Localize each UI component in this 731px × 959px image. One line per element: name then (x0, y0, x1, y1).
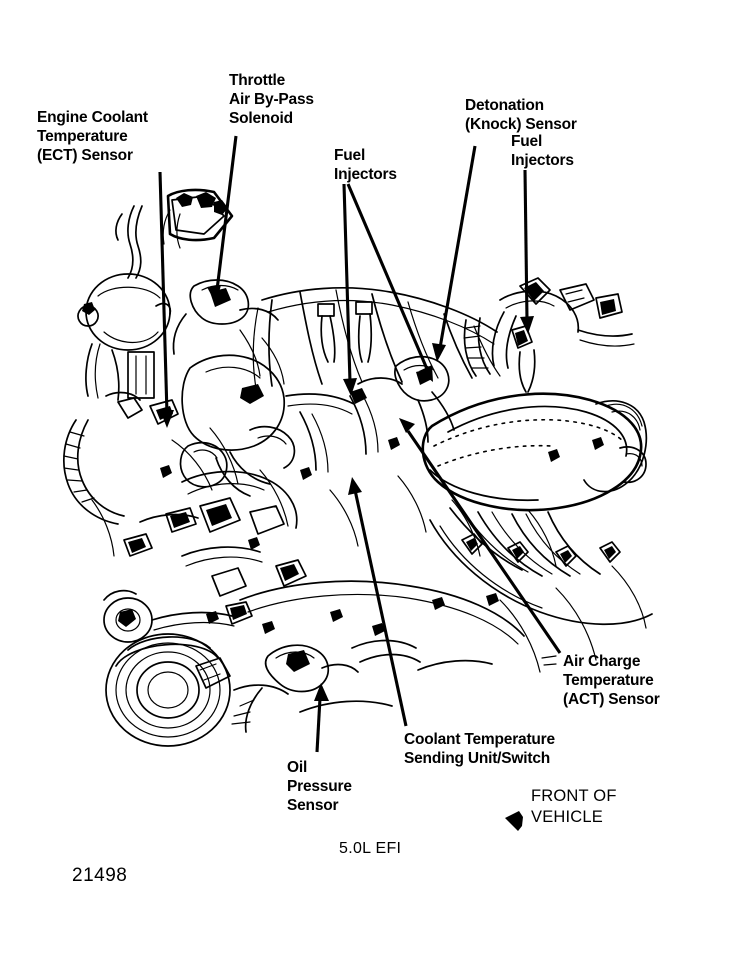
callout-act-line1: Air Charge (563, 653, 641, 670)
callout-act-line3: (ACT) Sensor (563, 691, 660, 708)
callout-throttle-line1: Throttle (229, 72, 286, 89)
injector-cluster-center (349, 355, 455, 455)
block-lower-left (123, 470, 307, 597)
callout-oil-pressure-sensor: Oil Pressure Sensor (287, 758, 352, 815)
callout-act-sensor: Air Charge Temperature (ACT) Sensor (563, 652, 660, 709)
engine-center-block (179, 354, 355, 497)
fastener-details (160, 437, 604, 636)
leader-lines (158, 135, 562, 753)
callout-fuel-injectors-right: Fuel Injectors (511, 132, 574, 170)
callout-fuel-injectors-left-line1: Fuel (334, 147, 366, 164)
callout-fuel-injectors-left: Fuel Injectors (334, 146, 397, 184)
leader-ect (158, 171, 174, 428)
callout-coolant-temp-sending-unit: Coolant Temperature Sending Unit/Switch (404, 730, 555, 768)
callout-coolant-line2: Sending Unit/Switch (404, 750, 551, 767)
callout-oil-line3: Sensor (287, 797, 339, 814)
leader-throttle-air-bypass-solenoid (207, 135, 238, 304)
right-valve-cover (421, 392, 648, 512)
figure-number: 21498 (72, 865, 128, 886)
front-of-vehicle-line2: VEHICLE (531, 808, 604, 826)
callout-ect-line2: Temperature (37, 128, 128, 145)
callout-detonation-line1: Detonation (465, 97, 544, 114)
leader-oil-pressure-sensor (314, 683, 329, 753)
exhaust-runners-right (429, 507, 653, 626)
callout-coolant-line1: Coolant Temperature (404, 731, 555, 748)
callout-ect-line1: Engine Coolant (37, 109, 148, 126)
hoses-and-lines (91, 329, 647, 673)
callout-detonation-knock-sensor: Detonation (Knock) Sensor (465, 96, 577, 134)
leader-coolant-temp-sending-unit (348, 477, 408, 727)
callout-fuel-injectors-right-line2: Injectors (511, 152, 574, 169)
wiring-harness-right (463, 277, 635, 393)
callout-throttle-air-bypass-solenoid: Throttle Air By-Pass Solenoid (229, 71, 314, 128)
oil-pan-and-sensors (231, 580, 525, 733)
leader-act-sensor (399, 418, 562, 666)
callout-act-line2: Temperature (563, 672, 654, 689)
front-of-vehicle-arrow-icon (505, 811, 523, 831)
left-valve-cover-and-accessories (63, 188, 234, 525)
engine-caption: 5.0L EFI (339, 840, 402, 857)
callout-ect-line3: (ECT) Sensor (37, 147, 133, 164)
leader-fuel-injectors-right (520, 169, 534, 334)
callout-throttle-line3: Solenoid (229, 110, 293, 127)
throttle-body (172, 279, 279, 355)
callout-ect-sensor: Engine Coolant Temperature (ECT) Sensor (37, 108, 148, 165)
callout-fuel-injectors-right-line1: Fuel (511, 133, 543, 150)
callout-detonation-line2: (Knock) Sensor (465, 116, 577, 133)
callout-throttle-line2: Air By-Pass (229, 91, 314, 108)
intake-plenum-top (252, 287, 501, 389)
leader-detonation-knock-sensor (432, 145, 477, 362)
front-accessory-drive (103, 589, 289, 747)
leader-fuel-injectors-left (342, 183, 433, 396)
callout-oil-line2: Pressure (287, 778, 352, 795)
front-of-vehicle-line1: FRONT OF (531, 787, 617, 805)
engine-illustration (63, 188, 653, 747)
callout-fuel-injectors-left-line2: Injectors (334, 166, 397, 183)
callout-oil-line1: Oil (287, 759, 308, 776)
front-of-vehicle-label: FRONT OF VEHICLE (531, 786, 617, 828)
